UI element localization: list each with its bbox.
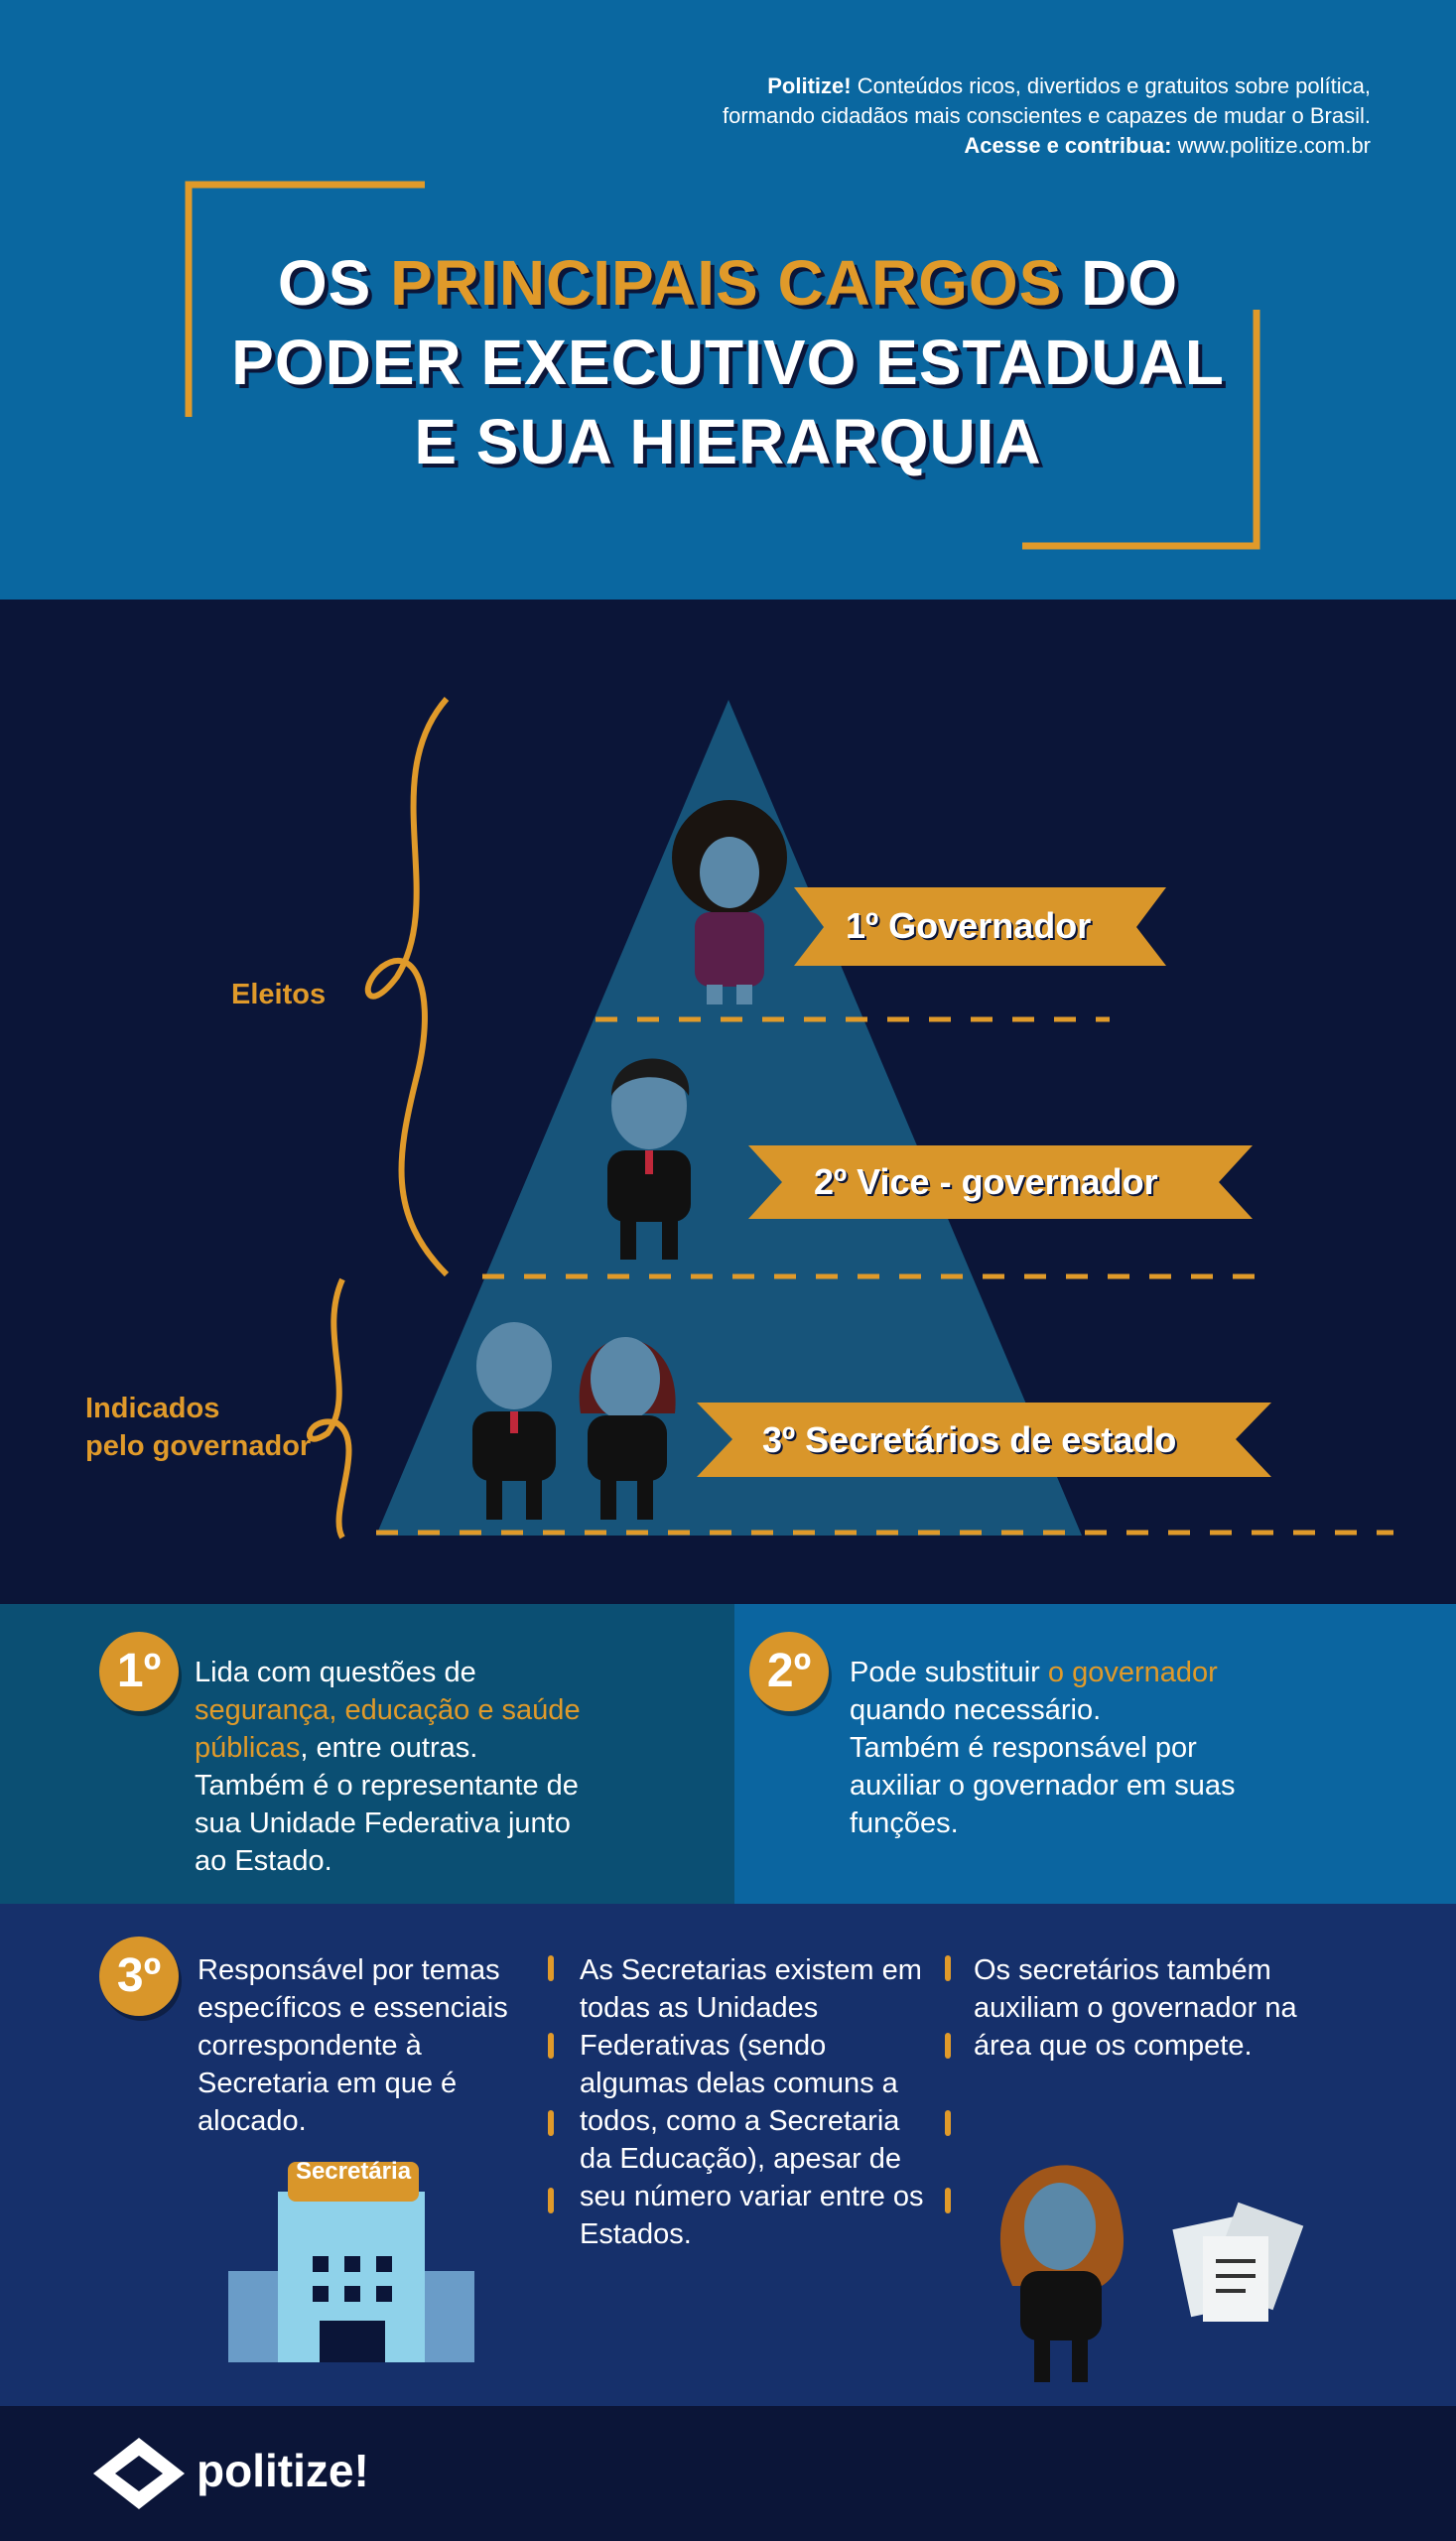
group-elected: Eleitos — [231, 979, 327, 1010]
secretaries-description: Responsável por temas específicos e esse… — [198, 1954, 508, 2137]
cta-label: Acesse e contribua: — [964, 133, 1172, 158]
site-url[interactable]: www.politize.com.br — [1177, 133, 1371, 158]
level-vice-governor: 2º Vice - governador — [814, 1161, 1158, 1202]
tagline-1: Conteúdos ricos, divertidos e gratuitos … — [857, 73, 1371, 98]
rank-badge-2: 2º — [749, 1632, 829, 1711]
vice-governor-figure — [607, 1058, 691, 1260]
detail-governor: 1º Lida com questões de segurança, educa… — [0, 1604, 734, 1904]
building-sign: Secretária — [295, 2158, 412, 2185]
pyramid-graphic — [307, 697, 1393, 1539]
secretary-woman-and-documents — [999, 2165, 1304, 2382]
level-secretaries: 3º Secretários de estado — [762, 1419, 1177, 1460]
ribbons — [697, 887, 1271, 1477]
column-separator — [548, 1955, 554, 2213]
rank-badge-3: 3º — [99, 1937, 179, 2016]
detail-secretaries: 3º Responsável por temas específicos e e… — [0, 1904, 1456, 2406]
vice-governor-description: Pode substituir o governador quando nece… — [850, 1657, 1236, 1839]
politize-logo-icon — [93, 2438, 185, 2509]
page-title: OS PRINCIPAIS CARGOS DO PODER EXECUTIVO … — [231, 247, 1225, 477]
title-bracket — [185, 181, 1260, 550]
secretariats-note: As Secretarias existem em todas as Unida… — [580, 1954, 924, 2250]
building-icon — [228, 2162, 474, 2362]
secretaries-assist-note: Os secretários também auxiliam o governa… — [974, 1954, 1297, 2062]
governor-figure — [672, 800, 787, 1004]
pyramid — [376, 700, 1082, 1536]
detail-vice-governor: 2º Pode substituir o governador quando n… — [734, 1604, 1456, 1904]
credits: Politize! Conteúdos ricos, divertidos e … — [723, 71, 1371, 161]
header-banner: Politize! Conteúdos ricos, divertidos e … — [0, 0, 1456, 600]
logo-text: politize! — [197, 2445, 369, 2496]
tagline-2: formando cidadãos mais conscientes e cap… — [722, 103, 1371, 128]
brace-elected — [307, 697, 450, 1539]
brand-name: Politize! — [767, 73, 852, 98]
level-governor: 1º Governador — [846, 905, 1092, 946]
documents-icon — [1172, 2202, 1304, 2322]
level-dividers — [376, 1016, 1393, 1536]
governor-description: Lida com questões de segurança, educação… — [195, 1657, 581, 1877]
column-separator — [945, 1955, 951, 2213]
footer: politize! — [0, 2406, 1456, 2541]
rank-badge-1: 1º — [99, 1632, 179, 1711]
secretary-figures — [472, 1322, 676, 1520]
